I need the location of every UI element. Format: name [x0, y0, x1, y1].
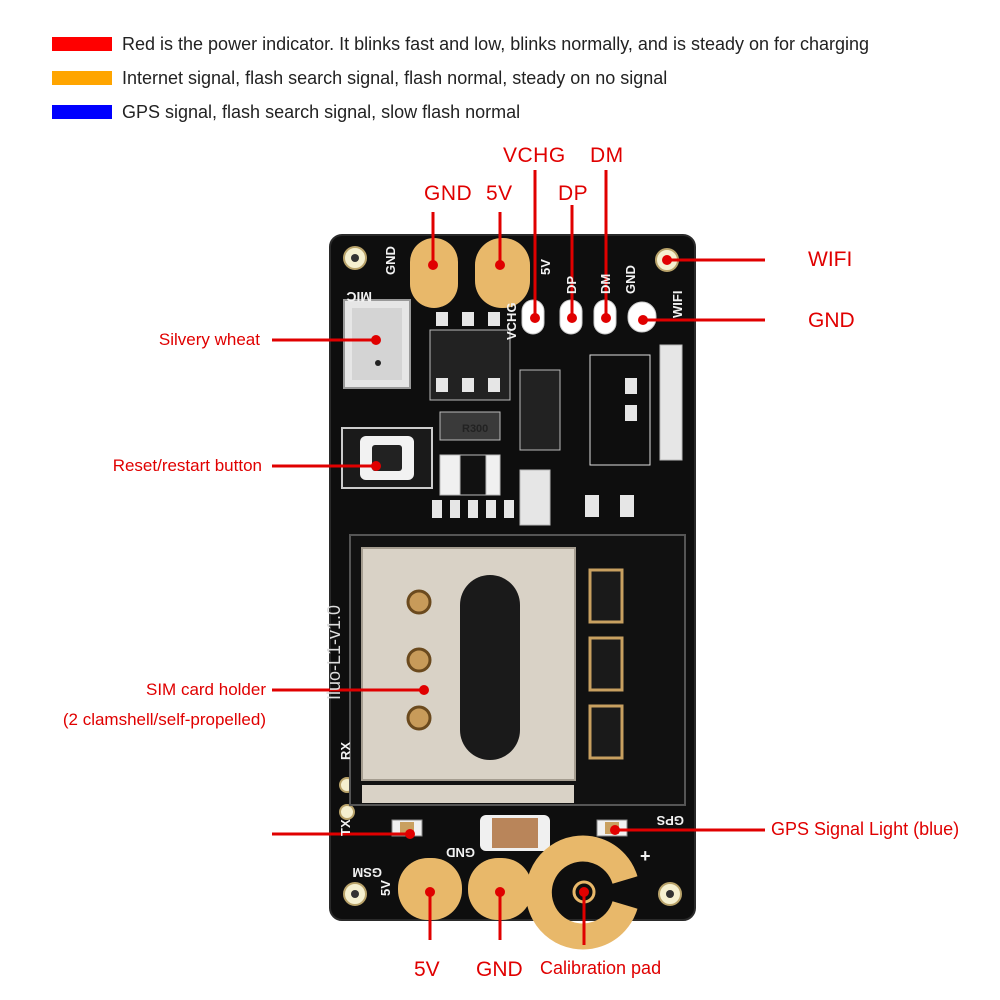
legend-text: GPS signal, flash search signal, slow fl… [122, 101, 521, 122]
label-sim: SIM card holder [146, 680, 266, 699]
silk-vchg: VCHG [504, 302, 519, 340]
label-dm: DM [590, 144, 624, 167]
label-gps-light: GPS Signal Light (blue) [771, 819, 960, 839]
sim-contacts [406, 589, 432, 731]
silk-gnd-right: GND [623, 265, 638, 294]
label-mic: Silvery wheat [158, 330, 260, 349]
mounting-holes [339, 246, 682, 906]
silk-resistor: R300 [462, 423, 488, 435]
silk-5v-top: 5V [538, 259, 553, 275]
label-gnd-top: GND [424, 182, 473, 205]
callout-lines [272, 170, 765, 945]
pad-5v-top [475, 238, 530, 308]
silk-5v-bottom: 5V [378, 880, 393, 896]
silk-tx: TX [338, 819, 353, 836]
label-sim-note: (2 clamshell/self-propelled) [62, 710, 266, 729]
silkscreen-text: GND 5V VCHG DP DM GND WIFI MIC R300 Iluo… [324, 246, 685, 896]
legend-item-network: Internet signal, flash search signal, fl… [52, 68, 667, 88]
top-pads [410, 238, 530, 308]
legend-swatch-blue [52, 105, 112, 119]
silk-version: Iluo-L1-v1.0 [324, 605, 344, 700]
label-vchg: VCHG [503, 144, 566, 167]
sim-right-contacts [588, 568, 624, 760]
silk-rx: RX [338, 742, 353, 760]
silk-gnd-bottom: GND [446, 845, 475, 860]
label-dp: DP [558, 182, 589, 205]
label-5v-top: 5V [486, 182, 513, 205]
silk-plus: + [640, 846, 651, 866]
silk-gps: GPS [656, 813, 684, 828]
calibration-pad [525, 835, 638, 950]
silk-dp: DP [564, 276, 579, 294]
legend-swatch-red [52, 37, 112, 51]
label-wifi: WIFI [808, 248, 853, 271]
legend-text: Red is the power indicator. It blinks fa… [122, 33, 870, 54]
silk-gnd-top: GND [383, 246, 398, 275]
legend-text: Internet signal, flash search signal, fl… [122, 67, 668, 88]
legend-item-power: Red is the power indicator. It blinks fa… [52, 34, 869, 54]
legend-swatch-orange [52, 71, 112, 85]
label-reset: Reset/restart button [112, 456, 262, 475]
label-calibration-pad: Calibration pad [540, 958, 662, 978]
callout-dots [371, 255, 672, 897]
silk-wifi: WIFI [670, 291, 685, 318]
legend-item-gps: GPS signal, flash search signal, slow fl… [52, 102, 520, 122]
pad-gnd-top [410, 238, 458, 308]
label-gnd-bottom: GND [476, 958, 523, 981]
silk-dm: DM [598, 274, 613, 294]
label-gnd-right: GND [808, 309, 855, 332]
silk-mic: MIC [346, 289, 372, 305]
label-5v-bottom: 5V [414, 958, 440, 981]
silk-gsm: GSM [352, 865, 382, 880]
resistor-pads [432, 312, 637, 518]
